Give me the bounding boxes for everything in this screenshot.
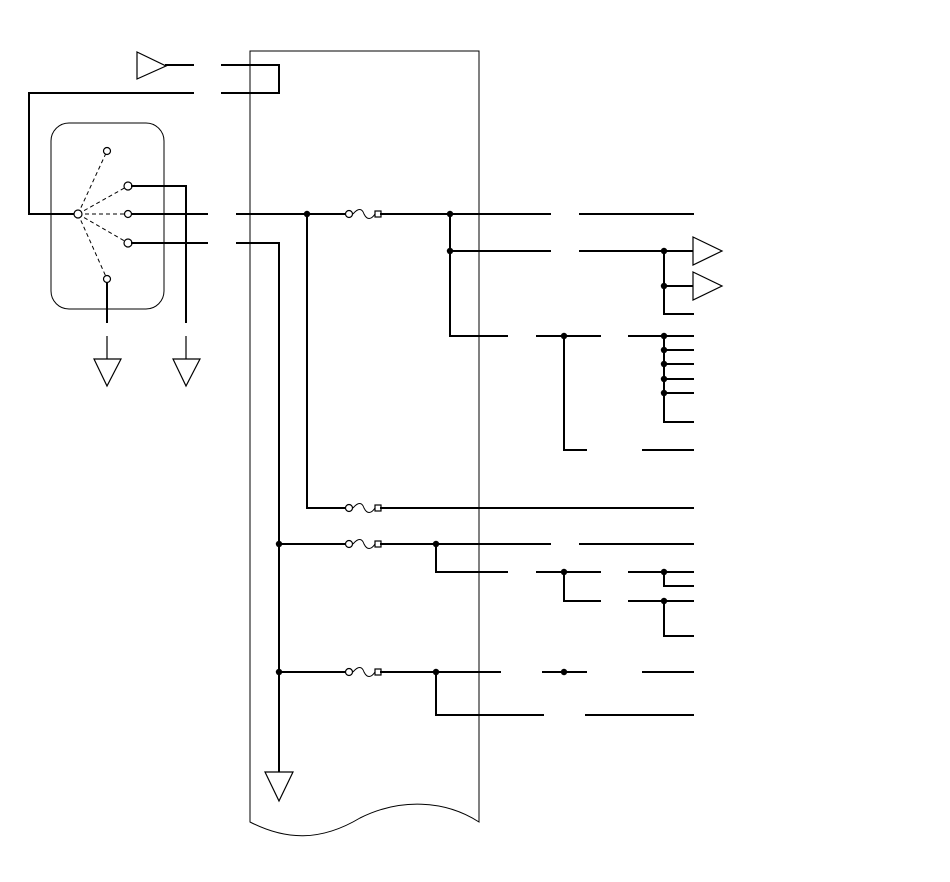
branch-wire [663, 571, 694, 587]
fuse-2 [344, 503, 382, 513]
ground-symbol-2 [172, 336, 201, 388]
switch-wire-2 [131, 185, 187, 323]
branch-wire [563, 571, 601, 602]
splice-dot [660, 389, 668, 397]
switch-common-terminal [73, 209, 83, 219]
branch-wire [435, 543, 508, 573]
branch-wire [663, 600, 694, 637]
branch-wire [449, 213, 508, 337]
component-block [249, 50, 480, 837]
feed-wire-2 [306, 213, 346, 509]
switch-terminal-3 [123, 209, 133, 219]
output-triangle-1 [692, 236, 724, 266]
branch-wire [563, 335, 587, 451]
input-triangle [136, 51, 168, 80]
splice-dot [660, 332, 668, 340]
switch-terminal-4 [123, 238, 133, 248]
feed-wire-3 [236, 242, 280, 773]
fuse-4 [344, 667, 382, 677]
ground-symbol-1 [93, 336, 122, 388]
splice-dot [560, 668, 568, 676]
fuse-1 [344, 209, 382, 219]
output-triangle-2 [692, 271, 724, 301]
branch-wire [663, 349, 694, 394]
loop-wire-upper [221, 64, 280, 94]
splice-dot [446, 247, 454, 255]
switch-terminal-2 [123, 181, 133, 191]
splice-dot [660, 346, 668, 354]
rotary-switch-wiper-lines [77, 150, 129, 280]
switch-terminal-1 [102, 146, 112, 156]
ground-symbol-3 [264, 771, 294, 803]
splice-dot [660, 360, 668, 368]
fuse-3 [344, 539, 382, 549]
loop-wire-lower [28, 92, 194, 215]
splice-dot [660, 375, 668, 383]
switch-terminal-5 [102, 274, 112, 284]
branch-wire [435, 671, 544, 716]
branch-wire [663, 250, 694, 315]
splice-dot [660, 282, 668, 290]
